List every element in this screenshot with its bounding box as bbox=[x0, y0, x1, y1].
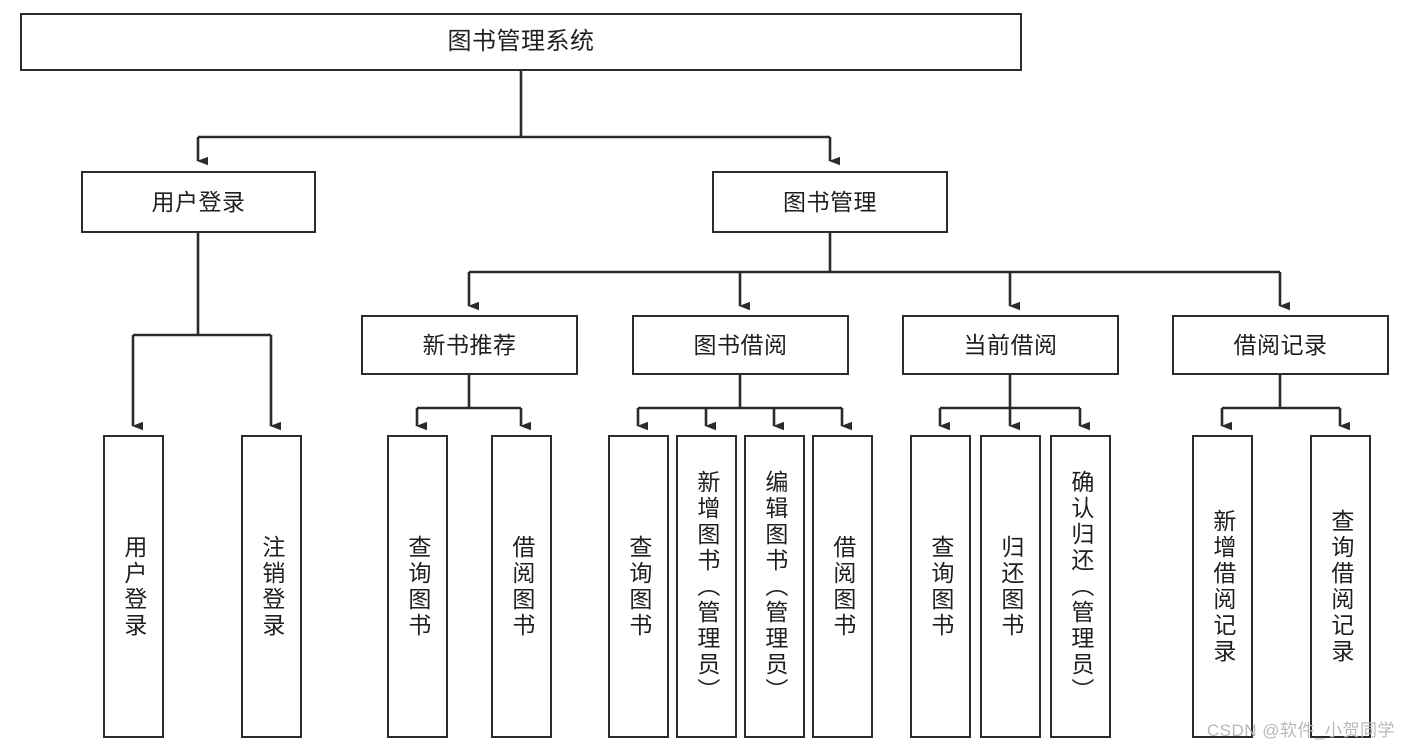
watermark-text: CSDN @软件_小贺同学 bbox=[1206, 721, 1395, 740]
node-label: 图书管理 bbox=[783, 188, 877, 215]
leaf-query-book-borrow[interactable]: 查询图书 bbox=[608, 435, 669, 738]
leaf-logout[interactable]: 注销登录 bbox=[241, 435, 302, 738]
node-label: 借阅图书 bbox=[508, 534, 535, 639]
node-label: 当前借阅 bbox=[963, 331, 1058, 358]
node-label: 查询图书 bbox=[625, 534, 652, 639]
leaf-add-borrow-record[interactable]: 新增借阅记录 bbox=[1192, 435, 1253, 738]
node-label: 注销登录 bbox=[258, 534, 285, 639]
node-label: 确认归还（管理员） bbox=[1067, 469, 1094, 704]
leaf-query-book-recommend[interactable]: 查询图书 bbox=[387, 435, 448, 738]
node-label: 查询借阅记录 bbox=[1327, 508, 1354, 665]
node-label: 查询图书 bbox=[404, 534, 431, 639]
leaf-return-book[interactable]: 归还图书 bbox=[980, 435, 1041, 738]
leaf-add-book-admin[interactable]: 新增图书（管理员） bbox=[676, 435, 737, 738]
node-user-login[interactable]: 用户登录 bbox=[81, 171, 316, 233]
node-label: 图书管理系统 bbox=[447, 28, 595, 55]
node-label: 用户登录 bbox=[120, 534, 147, 639]
leaf-query-borrow-record[interactable]: 查询借阅记录 bbox=[1310, 435, 1371, 738]
node-borrow-record[interactable]: 借阅记录 bbox=[1172, 315, 1389, 375]
node-label: 查询图书 bbox=[927, 534, 954, 639]
node-label: 新增借阅记录 bbox=[1209, 508, 1236, 665]
leaf-borrow-book[interactable]: 借阅图书 bbox=[812, 435, 873, 738]
node-current-borrow[interactable]: 当前借阅 bbox=[902, 315, 1119, 375]
node-label: 新增图书（管理员） bbox=[693, 469, 720, 704]
node-book-manage[interactable]: 图书管理 bbox=[712, 171, 948, 233]
node-root-system[interactable]: 图书管理系统 bbox=[20, 13, 1022, 71]
node-label: 编辑图书（管理员） bbox=[761, 469, 788, 704]
leaf-query-book-current[interactable]: 查询图书 bbox=[910, 435, 971, 738]
leaf-user-login[interactable]: 用户登录 bbox=[103, 435, 164, 738]
node-book-borrow[interactable]: 图书借阅 bbox=[632, 315, 849, 375]
leaf-borrow-book-recommend[interactable]: 借阅图书 bbox=[491, 435, 552, 738]
node-label: 归还图书 bbox=[997, 534, 1024, 639]
node-label: 图书借阅 bbox=[693, 331, 788, 358]
node-label: 借阅图书 bbox=[829, 534, 856, 639]
node-label: 用户登录 bbox=[151, 188, 246, 215]
node-new-book-recommend[interactable]: 新书推荐 bbox=[361, 315, 578, 375]
leaf-confirm-return-admin[interactable]: 确认归还（管理员） bbox=[1050, 435, 1111, 738]
node-label: 借阅记录 bbox=[1233, 331, 1328, 358]
leaf-edit-book-admin[interactable]: 编辑图书（管理员） bbox=[744, 435, 805, 738]
node-label: 新书推荐 bbox=[422, 331, 517, 358]
